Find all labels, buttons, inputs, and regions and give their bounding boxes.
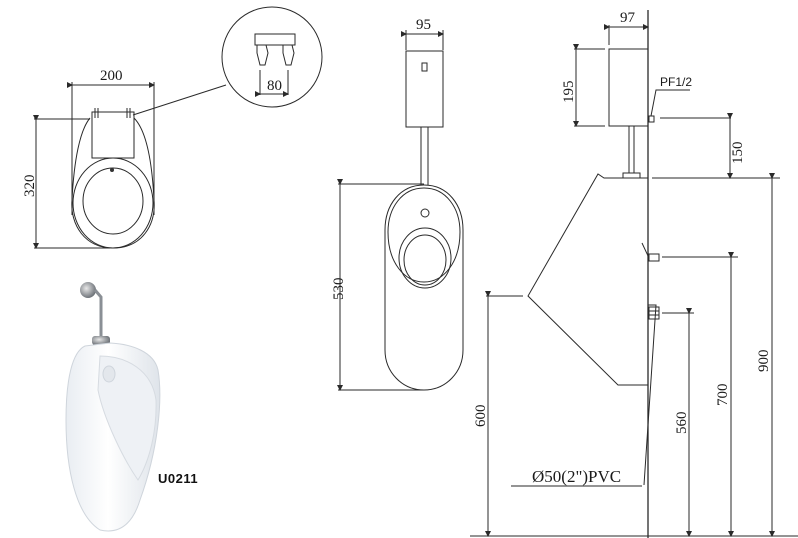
dim-width-200: 200 [100, 68, 123, 84]
dim-bracket-80: 80 [267, 78, 282, 94]
dim-top-900: 900 [756, 350, 772, 373]
dim-bowl-530: 530 [331, 278, 347, 301]
product-photo [65, 282, 161, 532]
label-drain-pvc: Ø50(2")PVC [532, 467, 621, 486]
dim-inlet-150: 150 [730, 142, 746, 165]
dim-tank-95: 95 [416, 17, 431, 33]
front-view: 200 320 80 [22, 6, 323, 249]
dim-tank-depth-97: 97 [620, 10, 636, 26]
elevation-view: 95 530 [331, 17, 464, 391]
dim-height-320: 320 [22, 175, 38, 198]
dim-spud-700: 700 [715, 384, 731, 407]
dim-tank-height-195: 195 [561, 81, 577, 104]
installation-view: 97 195 PF1/2 150 900 700 [470, 10, 798, 538]
dim-rim-600: 600 [473, 405, 489, 428]
model-number-label: U0211 [158, 471, 199, 486]
dim-outlet-560: 560 [674, 412, 690, 435]
label-inlet-pf: PF1/2 [660, 75, 692, 89]
